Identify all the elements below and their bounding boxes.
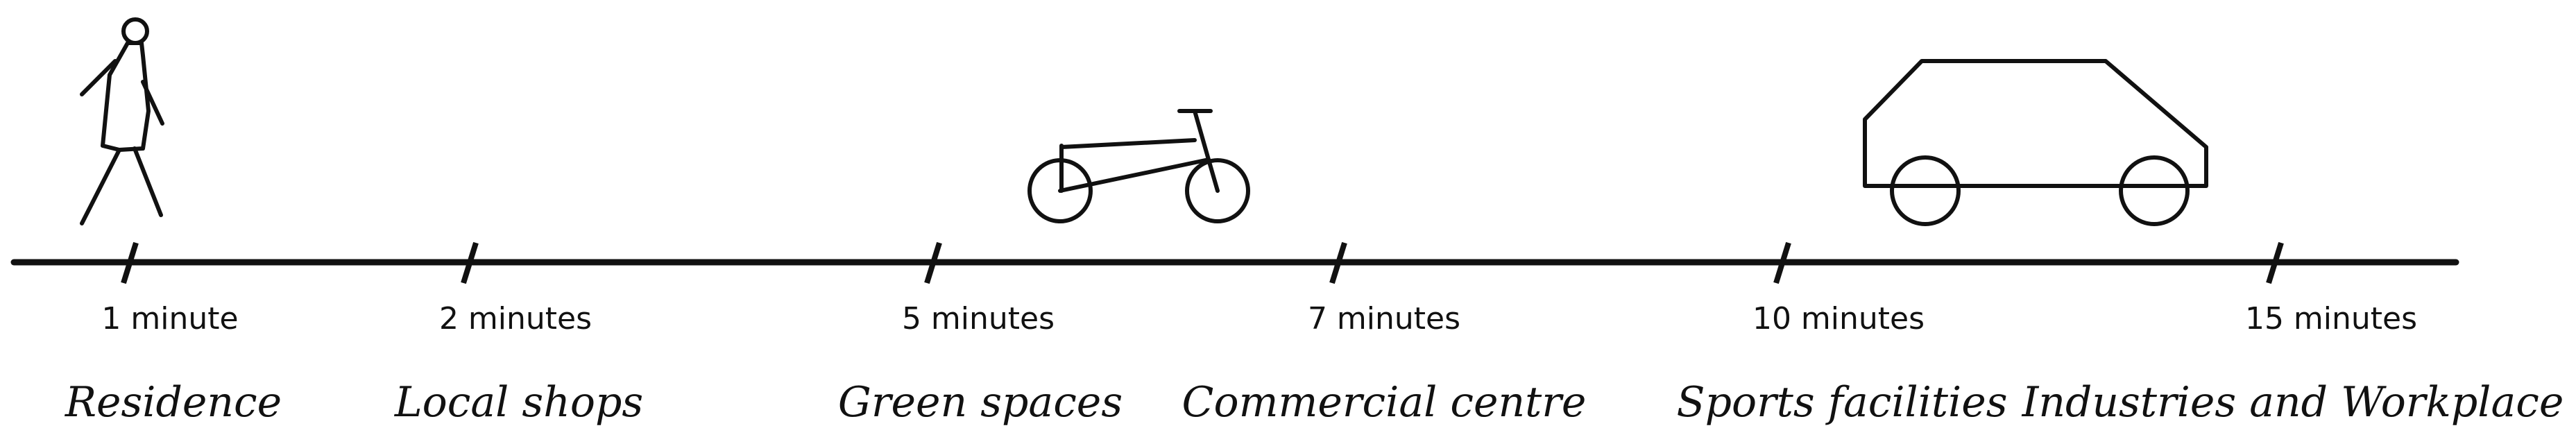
time-label-6: 15 minutes bbox=[2245, 301, 2417, 336]
tick-2-minutes bbox=[461, 241, 479, 284]
tick-7-minutes bbox=[1329, 241, 1347, 284]
tick-5-minutes bbox=[924, 241, 942, 284]
place-label-residence: Residence bbox=[65, 378, 282, 427]
time-label-4: 7 minutes bbox=[1308, 301, 1460, 336]
place-label-green-spaces: Green spaces bbox=[838, 378, 1123, 427]
pedestrian-icon bbox=[80, 17, 164, 225]
tick-15-minutes bbox=[2266, 241, 2284, 284]
time-label-1: 1 minute bbox=[101, 301, 238, 336]
place-label-sports-facilities: Sports facilities bbox=[1676, 378, 2007, 427]
time-label-5: 10 minutes bbox=[1752, 301, 1925, 336]
car-icon bbox=[1863, 59, 2208, 226]
time-label-3: 5 minutes bbox=[902, 301, 1055, 336]
place-label-industries-workplace: Industries and Workplace bbox=[2022, 378, 2564, 427]
place-label-commercial-centre: Commercial centre bbox=[1182, 378, 1587, 427]
tick-10-minutes bbox=[1773, 241, 1791, 284]
bicycle-icon bbox=[1027, 109, 1250, 223]
time-label-2: 2 minutes bbox=[439, 301, 592, 336]
place-label-local-shops: Local shops bbox=[394, 378, 643, 427]
tick-1-minute bbox=[121, 241, 139, 284]
